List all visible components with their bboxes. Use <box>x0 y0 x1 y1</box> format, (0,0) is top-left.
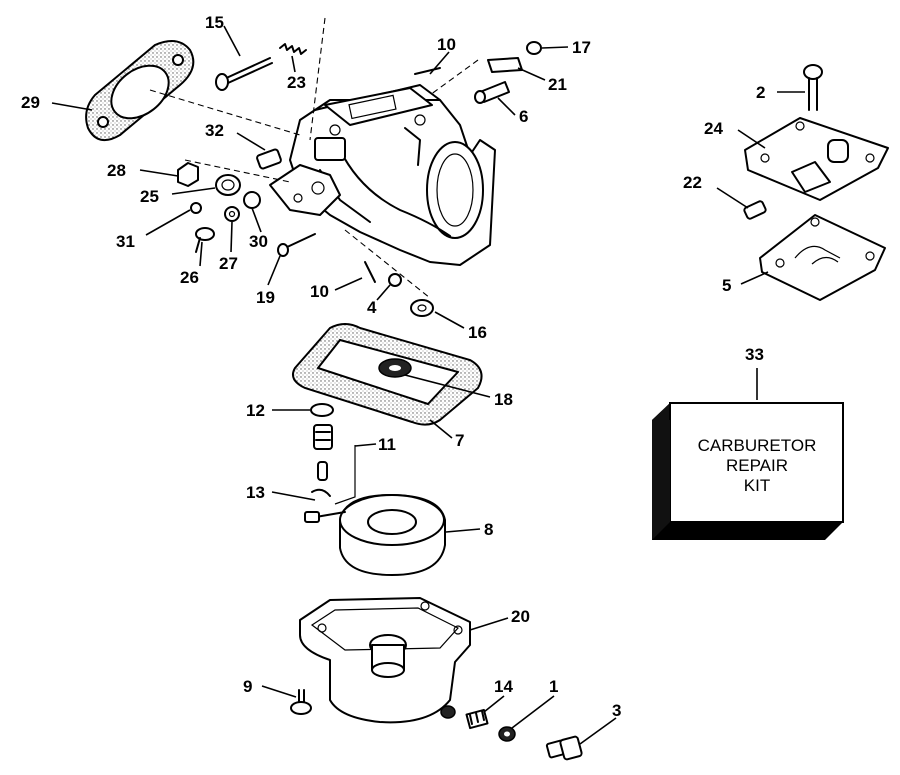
throttle-cam-part <box>256 148 341 216</box>
pin-part <box>364 261 376 283</box>
callout-22: 22 <box>683 173 702 192</box>
leader-lines <box>51 25 805 745</box>
nut-part <box>177 162 199 187</box>
bracket-line <box>334 445 356 505</box>
callout-8: 8 <box>484 520 493 539</box>
screw-part <box>277 233 316 257</box>
callout-26: 26 <box>180 268 199 287</box>
float-bowl-part <box>299 597 471 724</box>
callout-30: 30 <box>249 232 268 251</box>
callout-25: 25 <box>140 187 159 206</box>
ball-part <box>388 273 402 287</box>
screw-part <box>195 227 215 253</box>
callout-28: 28 <box>107 161 126 180</box>
callout-6: 6 <box>519 107 528 126</box>
callout-14: 14 <box>494 677 513 696</box>
clip-part <box>311 488 331 497</box>
callout-1: 1 <box>549 677 558 696</box>
callout-24: 24 <box>704 119 723 138</box>
callout-29: 29 <box>21 93 40 112</box>
callout-11: 11 <box>378 435 396 454</box>
callout-labels: 15 23 10 17 21 29 6 32 28 25 31 30 26 27… <box>21 13 765 720</box>
callout-12: 12 <box>246 401 265 420</box>
o-ring-part <box>310 403 334 417</box>
callout-2: 2 <box>756 83 765 102</box>
inlet-seat-part <box>313 424 333 450</box>
callout-19: 19 <box>256 288 275 307</box>
shaft-part <box>474 81 510 104</box>
callout-33: 33 <box>745 345 764 364</box>
kit-label-line1: CARBURETOR <box>698 436 817 455</box>
bushing-part <box>215 174 241 196</box>
bracket-part <box>487 57 523 73</box>
kit-label-line2: REPAIR <box>726 456 788 475</box>
spring-part <box>279 43 307 55</box>
float-part <box>304 494 446 576</box>
callout-20: 20 <box>511 607 530 626</box>
callout-16: 16 <box>468 323 487 342</box>
callout-5: 5 <box>722 276 731 295</box>
callout-3: 3 <box>612 701 621 720</box>
repair-kit-box <box>652 402 844 540</box>
callout-31: 31 <box>116 232 135 251</box>
callout-23: 23 <box>287 73 306 92</box>
callout-10: 10 <box>437 35 456 54</box>
screw-part <box>803 64 823 111</box>
callout-17: 17 <box>572 38 591 57</box>
callout-15: 15 <box>205 13 224 32</box>
callout-13: 13 <box>246 483 265 502</box>
alignment-lines <box>149 17 479 299</box>
callout-21: 21 <box>548 75 567 94</box>
callout-10-lower: 10 <box>310 282 329 301</box>
kit-label-line3: KIT <box>744 476 770 495</box>
jet-part <box>465 708 489 730</box>
callout-18: 18 <box>494 390 513 409</box>
screw-part <box>290 689 312 715</box>
flange-gasket-part <box>85 40 195 142</box>
diaphragm-gasket-part <box>759 214 886 301</box>
callout-4: 4 <box>367 298 377 317</box>
pin-part <box>414 67 441 75</box>
screw-part <box>526 41 542 55</box>
fuel-pump-cover-part <box>744 117 889 201</box>
nut-part <box>410 299 434 317</box>
callout-7: 7 <box>455 431 464 450</box>
fitting-part <box>743 200 767 220</box>
ball-part <box>190 202 202 214</box>
drain-plug-part <box>545 735 583 761</box>
washer-part <box>224 206 240 222</box>
inlet-needle-part <box>317 461 328 481</box>
callout-32: 32 <box>205 121 224 140</box>
bowl-gasket-part <box>292 323 483 426</box>
screw-part <box>215 57 273 91</box>
star-washer-part <box>243 191 261 209</box>
callout-9: 9 <box>243 677 252 696</box>
callout-27: 27 <box>219 254 238 273</box>
